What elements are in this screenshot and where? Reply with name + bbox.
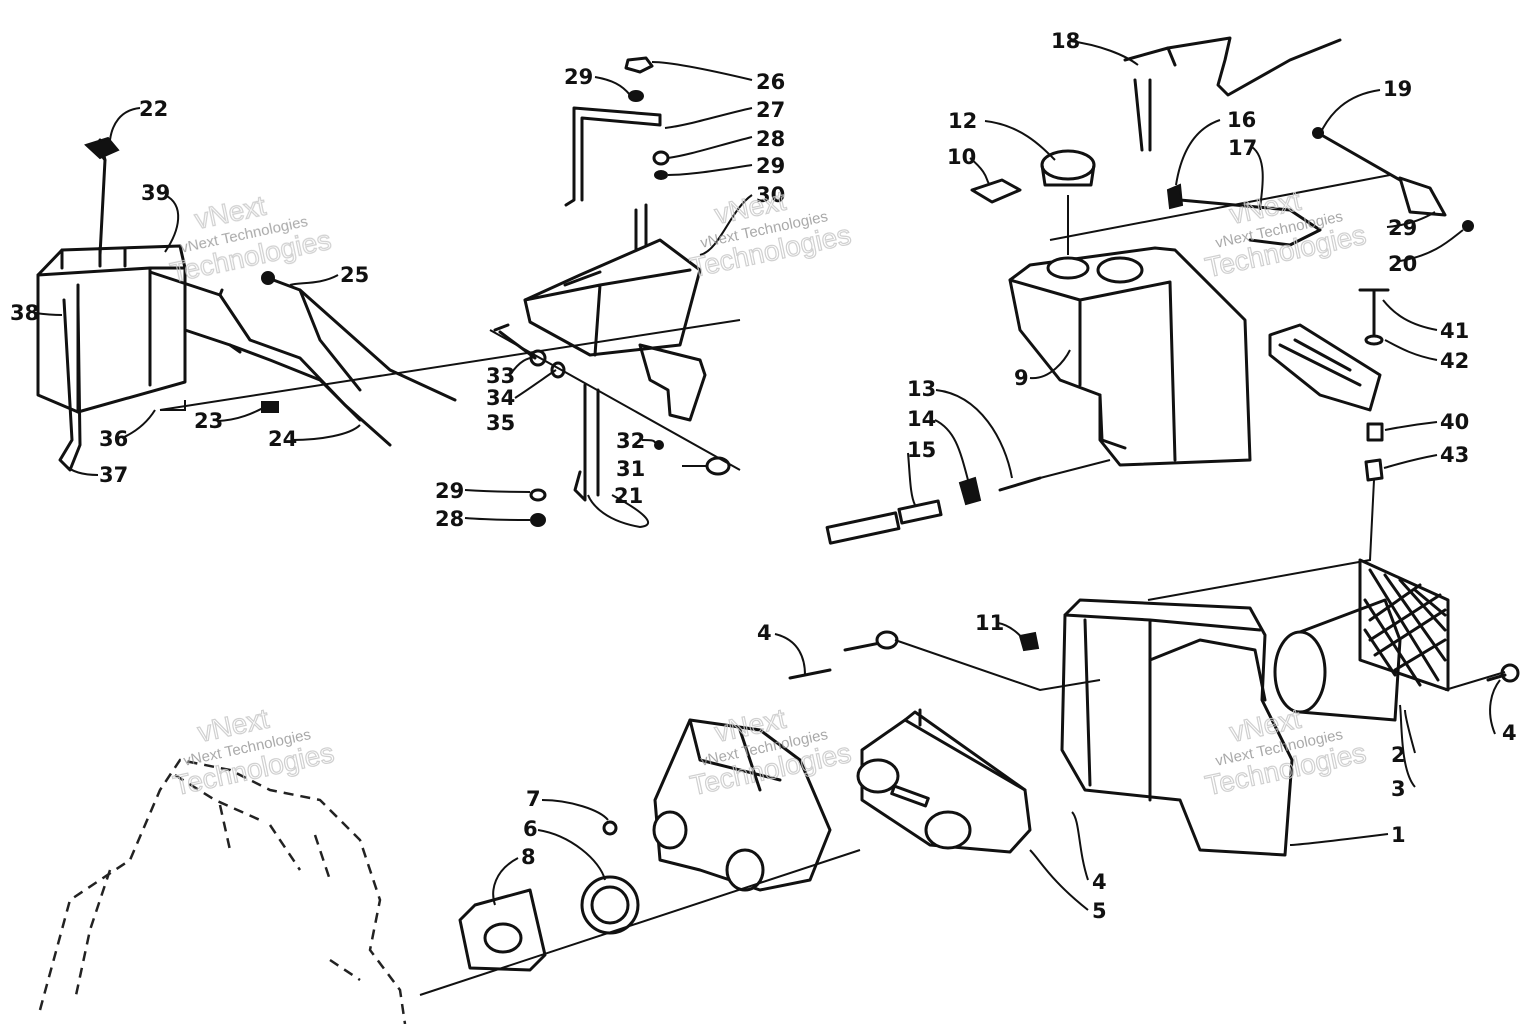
callout-8[interactable]: 8: [521, 845, 536, 869]
callout-11[interactable]: 11: [975, 611, 1004, 635]
watermark-2: vNext vNext Technologies Technologies: [687, 184, 855, 284]
callout-5[interactable]: 5: [1092, 899, 1107, 923]
callout-42[interactable]: 42: [1440, 349, 1469, 373]
callout-4[interactable]: 4: [757, 621, 772, 645]
callout-29[interactable]: 29: [1388, 216, 1417, 240]
callout-12[interactable]: 12: [948, 109, 977, 133]
battery-assembly: [36, 136, 457, 472]
callout-28[interactable]: 28: [435, 507, 464, 531]
battery: [36, 244, 187, 414]
callout-18[interactable]: 18: [1051, 29, 1080, 53]
callout-21[interactable]: 21: [614, 484, 643, 508]
callout-3[interactable]: 3: [1391, 777, 1406, 801]
watermark-3: vNext vNext Technologies Technologies: [1202, 184, 1370, 284]
callout-1[interactable]: 1: [1391, 823, 1406, 847]
callout-33[interactable]: 33: [486, 364, 515, 388]
tray-bracket-assembly: [159, 56, 741, 527]
callout-9[interactable]: 9: [1014, 366, 1029, 390]
callout-37[interactable]: 37: [99, 463, 128, 487]
callout-35[interactable]: 35: [486, 411, 515, 435]
callout-19[interactable]: 19: [1383, 77, 1412, 101]
oil-tank-assembly: [825, 36, 1474, 545]
air-silencer-assembly: [788, 558, 1520, 857]
callout-6[interactable]: 6: [523, 817, 538, 841]
callout-20[interactable]: 20: [1388, 252, 1417, 276]
callout-39[interactable]: 39: [141, 181, 170, 205]
callout-23[interactable]: 23: [194, 409, 223, 433]
watermark-1: vNext vNext Technologies Technologies: [167, 189, 335, 289]
callout-40[interactable]: 40: [1440, 410, 1469, 434]
callout-4[interactable]: 4: [1502, 721, 1517, 745]
callout-16[interactable]: 16: [1227, 108, 1256, 132]
callout-29[interactable]: 29: [564, 65, 593, 89]
callout-31[interactable]: 31: [616, 457, 645, 481]
callout-13[interactable]: 13: [907, 377, 936, 401]
callout-41[interactable]: 41: [1440, 319, 1469, 343]
callout-38[interactable]: 38: [10, 301, 39, 325]
callout-24[interactable]: 24: [268, 427, 297, 451]
leader-lines: [34, 40, 1501, 911]
callout-15[interactable]: 15: [907, 438, 936, 462]
callout-25[interactable]: 25: [340, 263, 369, 287]
callout-26[interactable]: 26: [756, 70, 785, 94]
callout-22[interactable]: 22: [139, 97, 168, 121]
callout-43[interactable]: 43: [1440, 443, 1469, 467]
callout-32[interactable]: 32: [616, 429, 645, 453]
callout-7[interactable]: 7: [526, 787, 541, 811]
callout-29[interactable]: 29: [435, 479, 464, 503]
oil-tank: [1008, 246, 1252, 467]
callout-10[interactable]: 10: [947, 145, 976, 169]
callout-labels: 1 2 3 4 4 4 4 5 6 7 8 9 10 11 12 13 14 1…: [10, 29, 1517, 923]
pump-assembly: [1147, 288, 1390, 601]
callout-28[interactable]: 28: [756, 127, 785, 151]
callout-2[interactable]: 2: [1391, 743, 1406, 767]
callout-36[interactable]: 36: [99, 427, 128, 451]
callout-34[interactable]: 34: [486, 386, 515, 410]
callout-30[interactable]: 30: [756, 183, 785, 207]
silencer-body: [1060, 598, 1294, 857]
engine-outline: [38, 758, 407, 1024]
watermark-4: vNext vNext Technologies Technologies: [170, 702, 338, 802]
callout-17[interactable]: 17: [1228, 136, 1257, 160]
callout-4[interactable]: 4: [1092, 870, 1107, 894]
callout-29[interactable]: 29: [756, 154, 785, 178]
callout-14[interactable]: 14: [907, 407, 936, 431]
terminal-boot: [84, 136, 120, 160]
carburetor-assembly: [419, 708, 1032, 996]
callout-27[interactable]: 27: [756, 98, 785, 122]
